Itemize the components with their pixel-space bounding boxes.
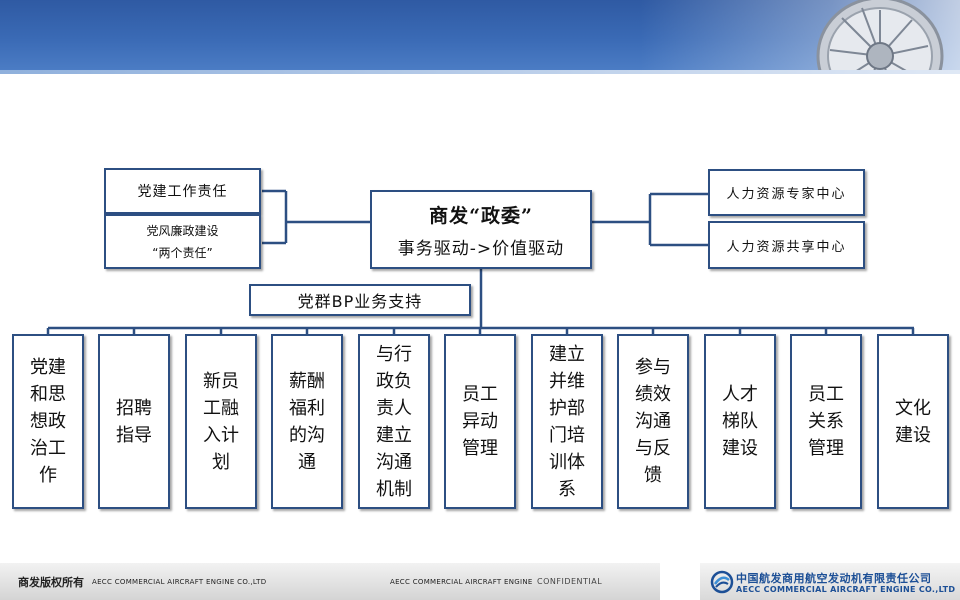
column-box-employee-relations: 员工关系管理 [790,334,862,509]
column-label: 文化建设 [895,397,931,446]
footer: 商发版权所有 AECC COMMERCIAL AIRCRAFT ENGINE C… [0,563,960,600]
hr-expert-center-label: 人力资源专家中心 [726,187,847,202]
turbofan-engine-icon [816,0,944,70]
column-box-employee-movement: 员工异动管理 [444,334,516,509]
header-divider [0,70,960,74]
footer-logo-area: 中国航发商用航空发动机有限责任公司 AECC COMMERCIAL AIRCRA… [700,563,960,600]
column-box-party-ideology: 党建和思想政治工作 [12,334,84,509]
footer-logo-en: AECC COMMERCIAL AIRCRAFT ENGINE CO.,LTD [736,585,956,594]
aecc-logo-icon [710,570,734,594]
header-banner [0,0,960,70]
integrity-line-2: “两个责任” [152,245,213,260]
column-label: 员工关系管理 [808,384,844,459]
footer-company-en-center: AECC COMMERCIAL AIRCRAFT ENGINE [390,577,533,586]
integrity-responsibility-box: 党风廉政建设 “两个责任” [104,214,261,269]
commissar-title: 商发“政委” [429,204,533,227]
column-box-culture: 文化建设 [877,334,949,509]
hr-expert-center-box: 人力资源专家中心 [708,169,865,216]
hr-shared-service-center-label: 人力资源共享中心 [726,239,847,255]
party-bp-support-box: 党群BP业务支持 [249,284,471,316]
column-label: 员工异动管理 [462,384,498,459]
commissar-role-box: 商发“政委” 事务驱动->价值驱动 [370,190,592,269]
column-box-admin-communication: 与行政负责人建立沟通机制 [358,334,430,509]
column-box-compensation: 薪酬福利的沟通 [271,334,343,509]
commissar-subtitle: 事务驱动->价值驱动 [397,238,565,259]
column-box-talent-pipeline: 人才梯队建设 [704,334,776,509]
footer-company-en: AECC COMMERCIAL AIRCRAFT ENGINE CO.,LTD [92,577,267,586]
column-label: 参与绩效沟通与反馈 [635,357,671,486]
column-label: 薪酬福利的沟通 [289,370,325,473]
party-building-responsibility-box: 党建工作责任 [104,168,261,214]
column-label: 人才梯队建设 [722,384,758,459]
column-box-recruitment: 招聘指导 [98,334,170,509]
integrity-line-1: 党风廉政建设 [146,223,219,238]
footer-rights-cn: 商发版权所有 [18,575,84,589]
column-label: 建立并维护部门培训体系 [549,343,585,500]
footer-logo-cn: 中国航发商用航空发动机有限责任公司 [736,572,932,585]
column-label: 与行政负责人建立沟通机制 [376,343,412,500]
column-box-performance: 参与绩效沟通与反馈 [617,334,689,509]
footer-confidential: CONFIDENTIAL [537,577,603,586]
party-building-responsibility-label: 党建工作责任 [137,184,228,200]
column-label: 招聘指导 [116,397,152,446]
hr-shared-service-center-box: 人力资源共享中心 [708,221,865,269]
column-box-onboarding: 新员工融入计划 [185,334,257,509]
footer-left-bar: 商发版权所有 AECC COMMERCIAL AIRCRAFT ENGINE C… [0,563,660,600]
party-bp-support-label: 党群BP业务支持 [297,292,423,311]
column-box-training-system: 建立并维护部门培训体系 [531,334,603,509]
column-label: 新员工融入计划 [203,370,239,473]
column-label: 党建和思想政治工作 [30,357,66,486]
